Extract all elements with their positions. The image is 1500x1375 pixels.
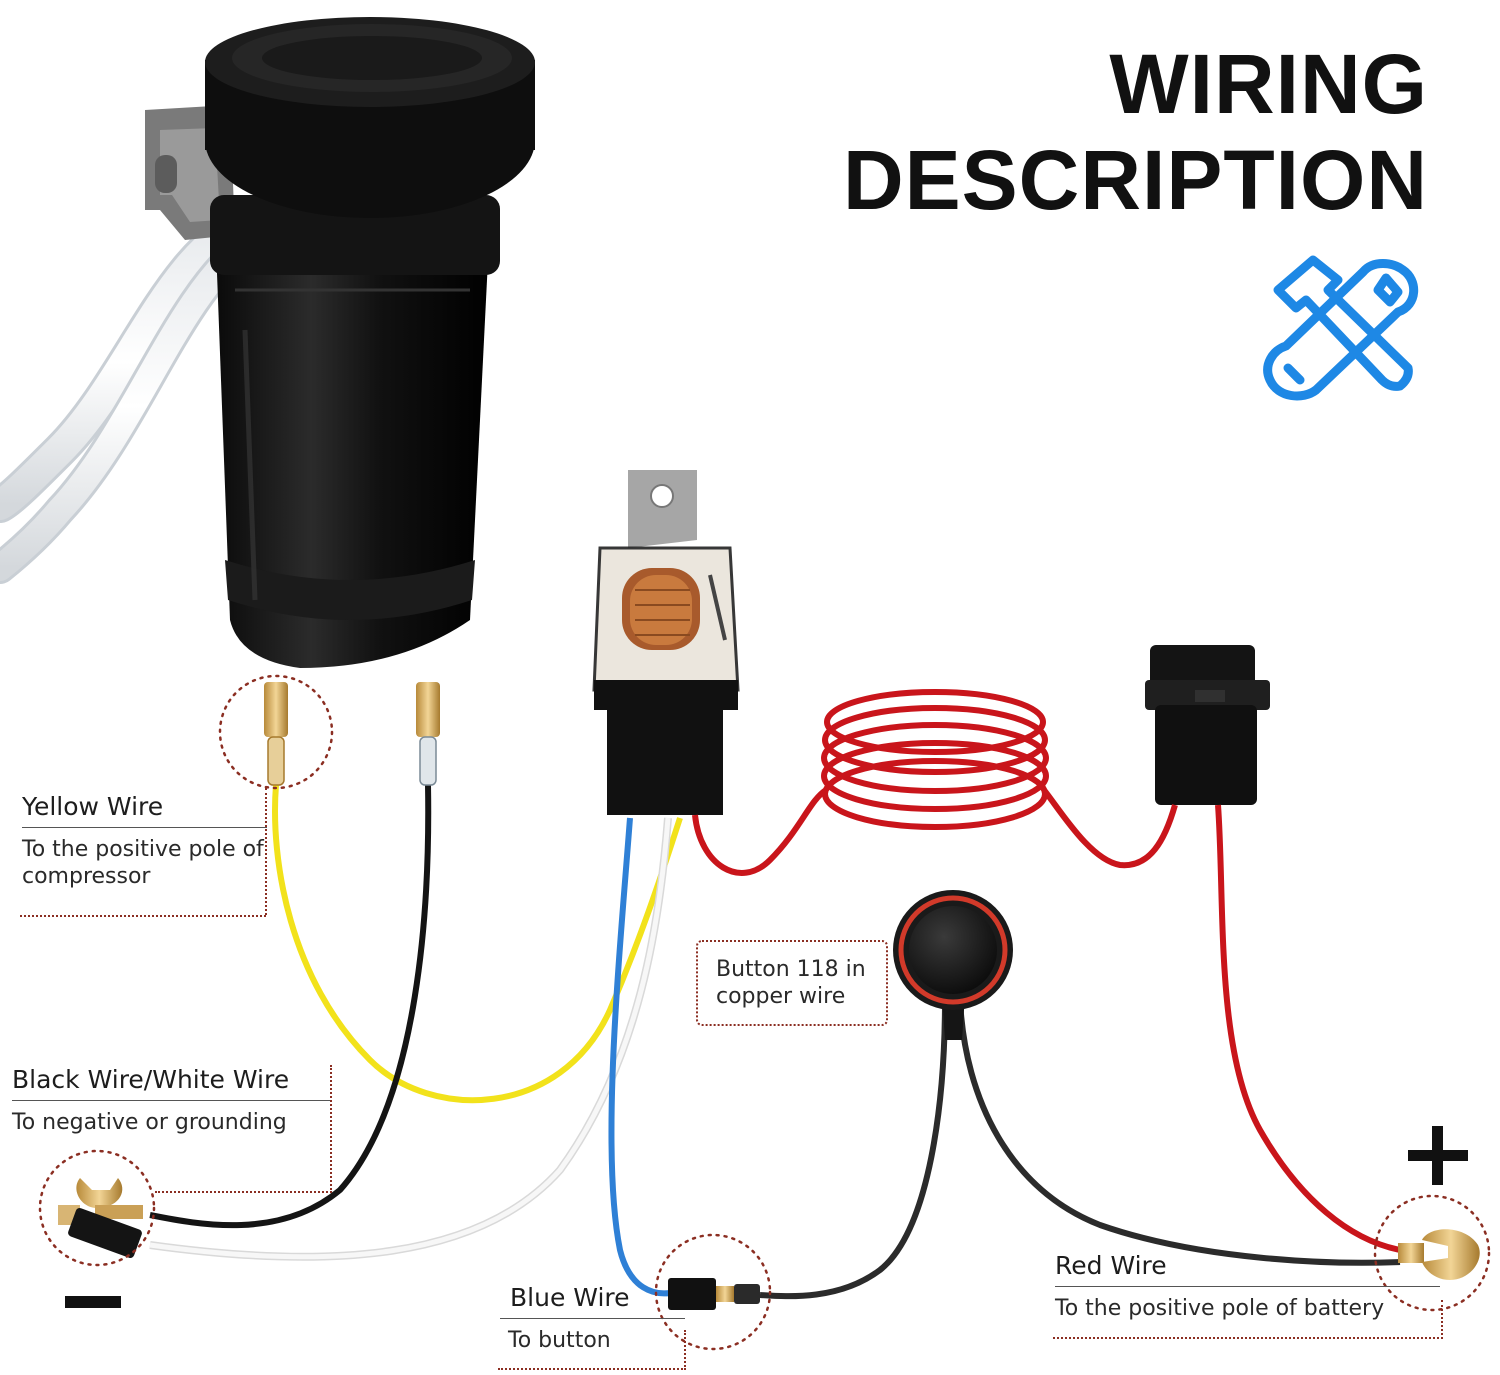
callout-divider	[12, 1100, 332, 1101]
black-wire	[149, 784, 432, 1229]
relay	[592, 470, 740, 815]
callout-yellow-wire-leader	[265, 788, 267, 915]
highlight-circles	[38, 674, 1491, 1351]
callout-black-white-wire-leader	[155, 1065, 332, 1193]
callout-divider	[500, 1318, 685, 1319]
callout-blue-wire-leader	[498, 1330, 686, 1370]
title-line-1: WIRING	[1109, 37, 1428, 131]
horn-button	[759, 890, 1401, 1300]
blue-wire-connector	[668, 1278, 760, 1310]
callout-black-white-wire: Black Wire/White Wire To negative or gro…	[12, 1065, 332, 1136]
black-wire-terminal	[416, 682, 440, 786]
callout-red-wire-leader	[1053, 1300, 1443, 1339]
callout-yellow-wire-title: Yellow Wire	[22, 792, 164, 821]
positive-sign-vertical	[1432, 1126, 1443, 1185]
callout-red-wire-desc: To the positive pole of battery	[1055, 1296, 1385, 1321]
callout-black-white-wire-desc: To negative or grounding	[12, 1110, 287, 1135]
wrench-and-screwdriver-icon	[1263, 255, 1419, 401]
callout-blue-wire-desc: To button	[508, 1328, 611, 1353]
callout-divider	[22, 827, 267, 828]
yellow-wire-terminal	[264, 682, 288, 786]
callout-red-wire: Red Wire To the positive pole of battery	[1055, 1251, 1440, 1322]
callout-blue-wire-title: Blue Wire	[510, 1283, 630, 1312]
callout-red-wire-title: Red Wire	[1055, 1251, 1167, 1280]
callout-divider	[1055, 1286, 1440, 1287]
callout-black-white-wire-title: Black Wire/White Wire	[12, 1065, 290, 1094]
red-coiled-wire	[692, 689, 1401, 1253]
ground-terminals	[58, 1178, 143, 1258]
title-line-2: DESCRIPTION	[842, 133, 1428, 227]
air-hose	[0, 202, 268, 584]
callout-blue-wire: Blue Wire To button	[500, 1283, 685, 1354]
battery-ring-terminal	[1398, 1229, 1480, 1280]
callout-yellow-wire-desc: To the positive pole of compressor	[22, 837, 264, 889]
callout-yellow-wire: Yellow Wire To the positive pole of comp…	[22, 792, 267, 890]
blue-wire	[608, 817, 671, 1297]
fuse-holder	[1145, 645, 1270, 805]
negative-sign	[65, 1296, 121, 1308]
yellow-wire	[272, 784, 683, 1104]
air-compressor	[145, 17, 535, 668]
callout-yellow-wire-frame	[20, 915, 266, 917]
button-note: Button 118 in copper wire	[696, 940, 888, 1026]
